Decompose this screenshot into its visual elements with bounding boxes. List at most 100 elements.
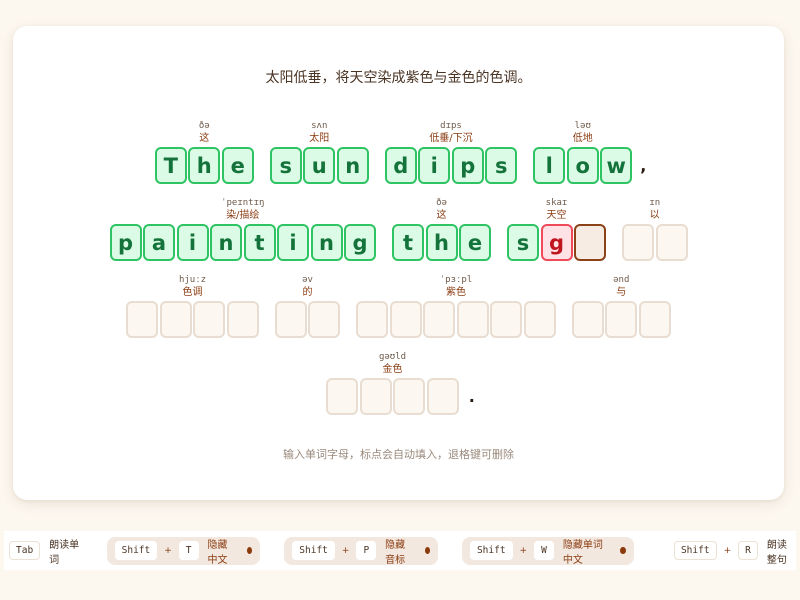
letter-box-correct[interactable]: d — [384, 147, 417, 184]
letter-box-empty[interactable] — [393, 378, 426, 415]
word-translation: 色调 — [182, 287, 203, 298]
letter-box-correct[interactable]: p — [451, 147, 484, 184]
letter-box-empty[interactable] — [359, 378, 392, 415]
word-translation: 天空 — [546, 210, 567, 221]
letter-boxes[interactable] — [274, 301, 341, 338]
letter-box-empty[interactable] — [490, 301, 523, 338]
letter-box-empty[interactable] — [159, 301, 192, 338]
plus-sign: + — [723, 545, 732, 556]
key-cap: Shift — [114, 541, 158, 560]
letter-box-wrong[interactable]: g — [540, 224, 573, 261]
word: hjuːz 色调 — [126, 274, 259, 338]
letter-box-empty[interactable] — [326, 378, 359, 415]
word: gəʊld 金色 — [326, 351, 459, 415]
letter-box-correct[interactable]: n — [310, 224, 343, 261]
word-phonetic: ləʊ — [574, 121, 591, 131]
punctuation: , — [640, 156, 647, 175]
letter-box-empty[interactable] — [274, 301, 307, 338]
letter-box-correct[interactable]: s — [269, 147, 302, 184]
letter-box-empty[interactable] — [193, 301, 226, 338]
word-translation: 太阳 — [309, 133, 330, 144]
letter-box-empty[interactable] — [226, 301, 259, 338]
letter-box-correct[interactable]: e — [221, 147, 254, 184]
letter-box-correct[interactable]: n — [336, 147, 369, 184]
letter-box-correct[interactable]: a — [143, 224, 175, 261]
letter-box-correct[interactable]: n — [210, 224, 242, 261]
shortcut-label: 隐藏中文 — [207, 539, 228, 566]
letter-box-empty[interactable] — [126, 301, 159, 338]
letter-box-correct[interactable]: w — [600, 147, 633, 184]
letter-box-correct[interactable]: t — [392, 224, 424, 261]
letter-box-empty[interactable] — [426, 378, 459, 415]
letter-boxes[interactable] — [326, 378, 459, 415]
letter-box-empty[interactable] — [571, 301, 604, 338]
word-phonetic: ðə — [198, 121, 210, 131]
word-translation: 的 — [302, 287, 313, 298]
letter-box-empty[interactable] — [423, 301, 456, 338]
letter-boxes[interactable] — [126, 301, 259, 338]
plus-sign: + — [519, 545, 528, 556]
letter-box-correct[interactable]: u — [303, 147, 336, 184]
letter-box-empty[interactable] — [523, 301, 556, 338]
key-cap: Tab — [9, 541, 41, 560]
plus-sign: + — [341, 545, 350, 556]
word-translation: 金色 — [382, 364, 403, 375]
letter-box-correct[interactable]: e — [459, 224, 491, 261]
letter-box-correct[interactable]: s — [485, 147, 518, 184]
letter-box-current[interactable] — [574, 224, 606, 261]
letter-box-empty[interactable] — [356, 301, 389, 338]
letter-box-empty[interactable] — [308, 301, 341, 338]
word-phonetic: gəʊld — [378, 352, 407, 362]
letter-box-correct[interactable]: p — [109, 224, 142, 261]
letter-box-correct[interactable]: l — [533, 147, 566, 184]
letter-box-correct[interactable]: i — [176, 224, 209, 261]
word-translation: 以 — [649, 210, 660, 221]
letter-box-empty[interactable] — [622, 224, 654, 261]
letter-box-correct[interactable]: i — [418, 147, 451, 184]
key-cap: Shift — [469, 541, 513, 560]
letter-box-correct[interactable]: g — [344, 224, 376, 261]
letter-boxes[interactable] — [571, 301, 671, 338]
letter-box-correct[interactable]: h — [188, 147, 221, 184]
letter-box-empty[interactable] — [655, 224, 688, 261]
key-cap: Shift — [673, 541, 717, 560]
letter-box-empty[interactable] — [389, 301, 422, 338]
letter-box-correct[interactable]: h — [425, 224, 458, 261]
letter-box-correct[interactable]: i — [277, 224, 309, 261]
letter-boxes[interactable] — [622, 224, 688, 261]
letter-boxes[interactable] — [356, 301, 556, 338]
letter-box-empty[interactable] — [456, 301, 489, 338]
letter-box-empty[interactable] — [638, 301, 671, 338]
letter-box-correct[interactable]: t — [243, 224, 276, 261]
letter-box-empty[interactable] — [605, 301, 638, 338]
word-phonetic: hjuːz — [178, 275, 207, 285]
toggle-active-dot-icon — [620, 547, 626, 554]
word-phonetic: skaɪ — [545, 198, 568, 208]
letter-box-correct[interactable]: o — [566, 147, 599, 184]
word-phonetic: əv — [302, 275, 313, 285]
word-phonetic: dɪps — [440, 121, 462, 131]
letter-box-correct[interactable]: s — [507, 224, 539, 261]
word-phonetic: ðə — [436, 198, 447, 208]
letter-box-correct[interactable]: T — [154, 147, 187, 184]
